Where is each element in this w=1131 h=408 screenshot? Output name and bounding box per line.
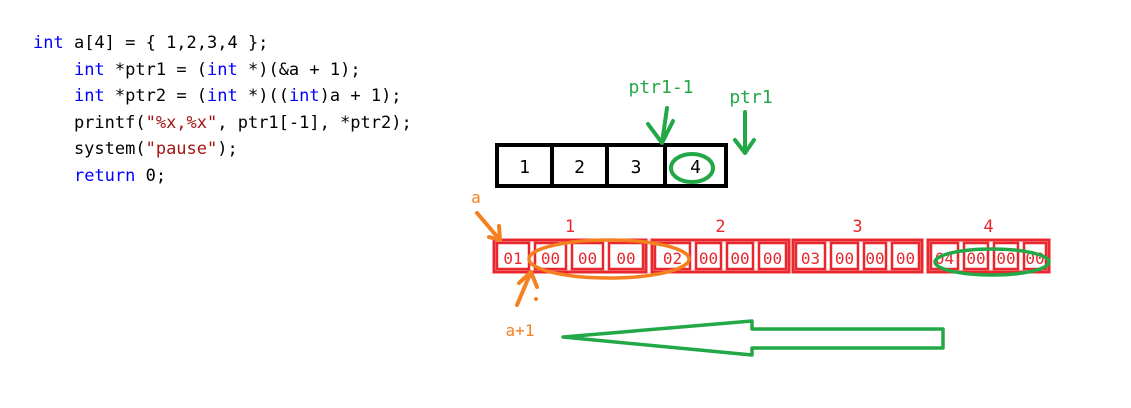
- code-block: int a[4] = { 1,2,3,4 }; int *ptr1 = (int…: [33, 30, 412, 189]
- group4-ellipse: [933, 247, 1051, 277]
- memory-byte-cell: [992, 241, 1020, 271]
- code-line: int *ptr1 = (int *)(&a + 1);: [33, 57, 412, 84]
- a-arrow: [475, 211, 502, 242]
- memory-byte-value: 00: [996, 249, 1015, 268]
- memory-byte-cell: [607, 241, 645, 271]
- memory-byte-value: 02: [663, 249, 682, 268]
- memory-byte-value: 00: [763, 249, 782, 268]
- code-string: "pause": [145, 139, 218, 159]
- memory-group-label: 4: [983, 217, 993, 237]
- memory-byte-cell: [890, 241, 921, 271]
- annotations: ptr1-1 ptr1 a a+1: [471, 77, 1051, 357]
- big-left-arrow: [561, 319, 945, 357]
- code-keyword: int: [207, 59, 238, 80]
- code-line: printf("%x,%x", ptr1[-1], *ptr2);: [33, 110, 412, 137]
- memory-byte-value: 00: [730, 249, 749, 268]
- code-text: *ptr1 = (: [104, 59, 208, 80]
- memory-byte-cell: [962, 241, 990, 271]
- code-keyword: int: [73, 59, 105, 80]
- array-cell-value: 4: [690, 157, 701, 178]
- memory-group-box: [492, 238, 648, 274]
- memory-byte-value: 00: [966, 249, 985, 268]
- memory-group-box: [791, 238, 924, 274]
- code-keyword: int: [207, 86, 238, 106]
- memory-byte-cell: [757, 241, 788, 271]
- ptr1-arrow: [733, 110, 756, 155]
- code-keyword: int: [288, 86, 320, 106]
- code-line: system("pause");: [33, 136, 412, 163]
- array-cell-value: 3: [631, 157, 642, 178]
- ptr1-label: ptr1: [729, 87, 772, 108]
- code-text: 0;: [135, 165, 167, 186]
- memory-group-label: 3: [852, 217, 862, 237]
- memory-byte-cell: [533, 241, 568, 271]
- a-plus-1-arrow: [515, 270, 539, 307]
- int-array-box: 1 2 3 4: [495, 143, 728, 188]
- code-line: int a[4] = { 1,2,3,4 };: [33, 30, 412, 57]
- code-string: "%x,%x": [145, 112, 218, 133]
- code-text: *ptr2 = (: [104, 86, 208, 106]
- memory-byte-value: 03: [801, 249, 820, 268]
- memory-byte-cell: [862, 241, 888, 271]
- memory-byte-cell: [725, 241, 755, 271]
- code-text: , ptr1[-1], *ptr2);: [217, 112, 412, 133]
- memory-byte-cell: [829, 241, 860, 271]
- memory-group-label: 1: [565, 217, 575, 237]
- memory-byte-value: 00: [865, 249, 884, 268]
- code-keyword: int: [33, 33, 64, 53]
- memory-byte-cell: [570, 241, 605, 271]
- code-keyword: int: [73, 86, 105, 106]
- memory-byte-value: 00: [578, 249, 597, 268]
- code-line: int *ptr2 = (int *)((int)a + 1);: [33, 83, 412, 110]
- memory-group-box: [926, 238, 1051, 274]
- code-line: return 0;: [33, 163, 412, 190]
- code-text: )a + 1);: [319, 86, 402, 106]
- memory-byte-value: 00: [541, 249, 560, 268]
- memory-byte-value: 00: [896, 249, 915, 268]
- a-plus-1-dot: [534, 297, 538, 301]
- ptr1-minus-1-label: ptr1-1: [628, 77, 693, 98]
- memory-byte-value: 01: [503, 249, 522, 268]
- code-text: *)(&a + 1);: [237, 59, 361, 80]
- array-cell-value: 2: [574, 157, 585, 178]
- ptr2-bytes-ellipse: [527, 238, 691, 280]
- memory-byte-cell: [694, 241, 723, 271]
- memory-byte-value: 00: [616, 249, 635, 268]
- memory-byte-value: 00: [699, 249, 718, 268]
- code-text: printf(: [33, 112, 146, 133]
- memory-byte-value: 00: [835, 249, 854, 268]
- ptr1-minus-1-arrow: [646, 106, 675, 145]
- code-text: a[4] = { 1,2,3,4 };: [63, 33, 269, 53]
- code-text: );: [217, 139, 238, 159]
- array-outline: [495, 143, 728, 188]
- memory-group-label: 2: [715, 217, 725, 237]
- memory-byte-cell: [794, 241, 827, 271]
- memory-group-box: [650, 238, 791, 274]
- code-text: *)((: [237, 86, 289, 106]
- a-label: a: [471, 188, 481, 207]
- code-text: system(: [33, 139, 146, 159]
- cell4-highlight-ellipse: [669, 152, 715, 184]
- array-cell-value: 1: [519, 157, 530, 178]
- code-keyword: return: [73, 165, 136, 186]
- a-plus-1-label: a+1: [506, 321, 535, 340]
